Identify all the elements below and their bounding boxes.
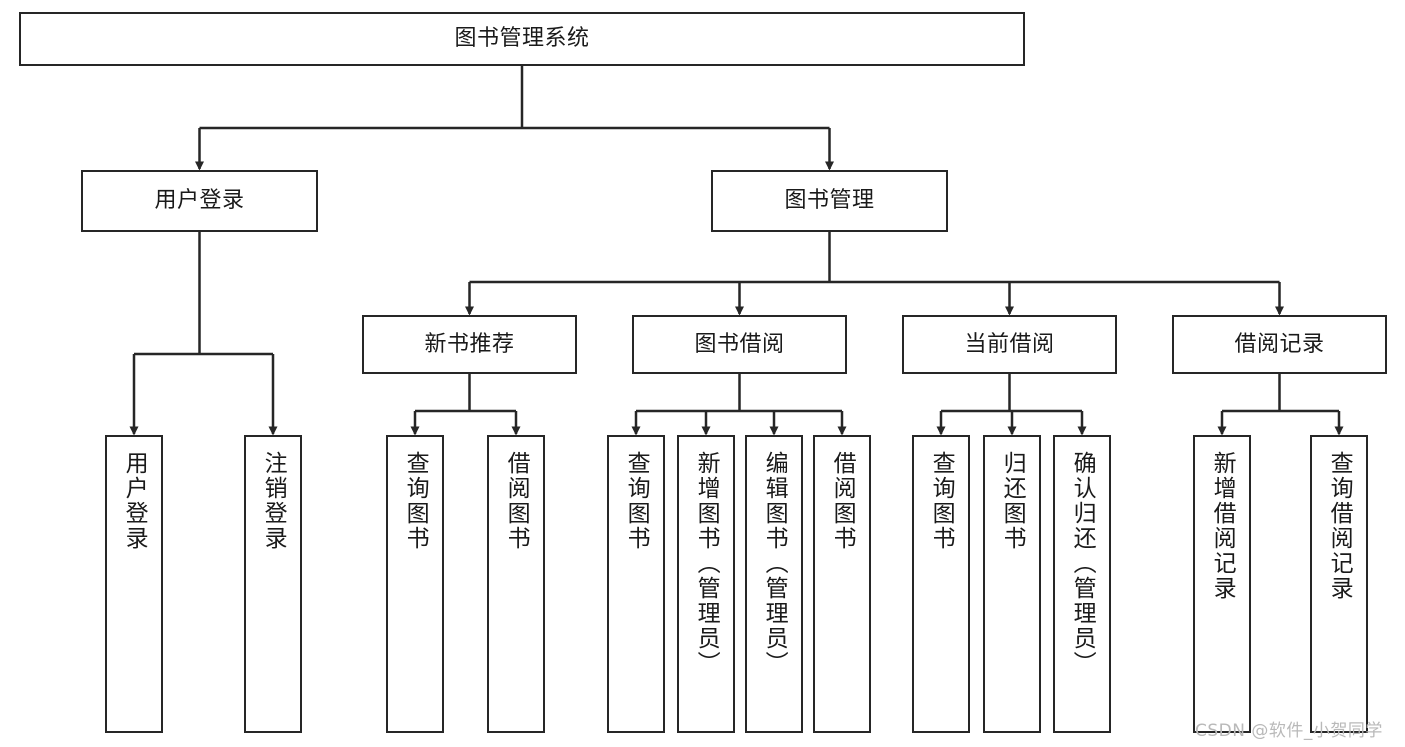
node-borrow-record[interactable]: 借阅记录 [1172,315,1387,374]
node-label: 新增图书（管理员） [693,451,720,676]
node-leaf-book-add[interactable]: 新增图书（管理员） [677,435,735,733]
node-leaf-cur-return[interactable]: 归还图书 [983,435,1041,733]
node-label: 归还图书 [999,451,1026,551]
node-label: 查询图书 [402,451,429,551]
node-label: 用户登录 [121,451,148,551]
node-label: 借阅图书 [829,451,856,551]
node-leaf-borrow-query[interactable]: 查询图书 [607,435,665,733]
node-leaf-rec-borrow[interactable]: 借阅图书 [487,435,545,733]
node-user-login[interactable]: 用户登录 [81,170,318,232]
node-label: 借阅记录 [1234,331,1325,357]
node-label: 查询图书 [623,451,650,551]
node-leaf-book-borrow[interactable]: 借阅图书 [813,435,871,733]
node-label: 新增借阅记录 [1209,451,1236,601]
node-label: 查询图书 [928,451,955,551]
node-root[interactable]: 图书管理系统 [19,12,1025,66]
node-leaf-book-edit[interactable]: 编辑图书（管理员） [745,435,803,733]
node-label: 当前借阅 [964,331,1055,357]
node-book-manage[interactable]: 图书管理 [711,170,948,232]
node-label: 用户登录 [154,188,245,214]
node-leaf-user-logout[interactable]: 注销登录 [244,435,302,733]
node-label: 确认归还（管理员） [1069,451,1096,676]
node-leaf-rec-search[interactable]: 查询借阅记录 [1310,435,1368,733]
node-leaf-rec-query[interactable]: 查询图书 [386,435,444,733]
node-label: 新书推荐 [424,331,515,357]
node-label: 图书管理 [784,188,875,214]
node-label: 借阅图书 [503,451,530,551]
node-leaf-rec-add[interactable]: 新增借阅记录 [1193,435,1251,733]
node-new-book-rec[interactable]: 新书推荐 [362,315,577,374]
node-current-borrow[interactable]: 当前借阅 [902,315,1117,374]
node-label: 注销登录 [260,451,287,551]
node-leaf-cur-query[interactable]: 查询图书 [912,435,970,733]
node-label: 查询借阅记录 [1326,451,1353,601]
node-book-borrow[interactable]: 图书借阅 [632,315,847,374]
node-label: 图书借阅 [694,331,785,357]
watermark: CSDN @软件_小贺同学 [1195,721,1383,741]
node-leaf-cur-confirm[interactable]: 确认归还（管理员） [1053,435,1111,733]
node-label: 图书管理系统 [454,26,590,52]
node-leaf-user-login[interactable]: 用户登录 [105,435,163,733]
node-label: 编辑图书（管理员） [761,451,788,676]
